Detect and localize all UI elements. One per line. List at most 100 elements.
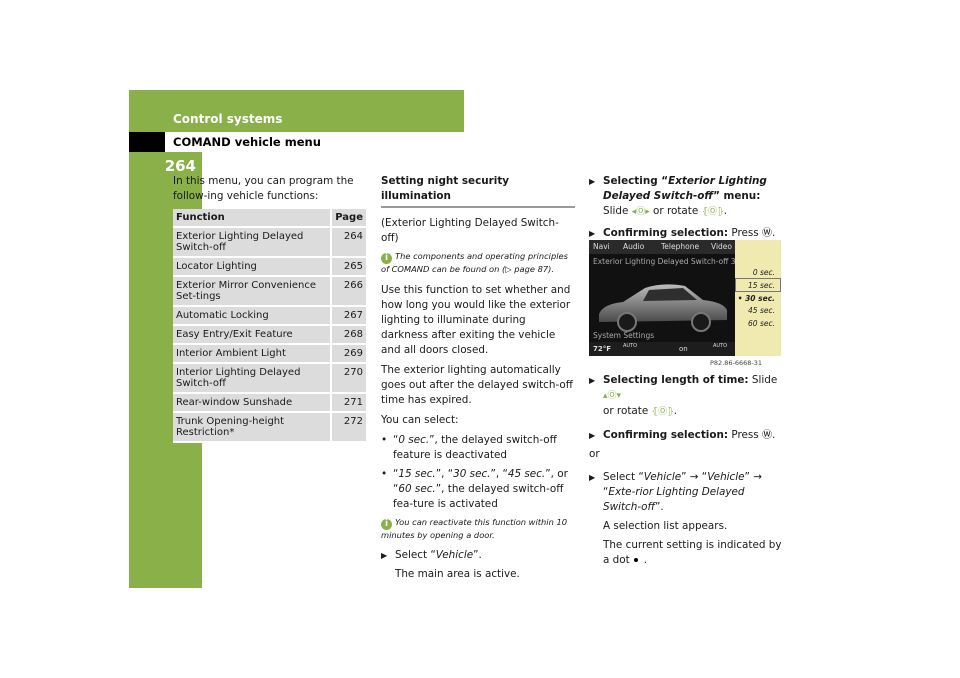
- column-2: Setting night security illumination (Ext…: [381, 174, 575, 586]
- option-30-sec: • 30 sec.: [737, 294, 775, 303]
- option-15-sec: 15 sec.: [748, 281, 775, 290]
- cell-function: Locator Lighting: [173, 257, 332, 277]
- temperature: 72°F: [593, 345, 612, 353]
- cell-page: 272: [330, 412, 366, 443]
- step: Select “Vehicle” → “Vehicle” → “Exte-rio…: [589, 470, 783, 515]
- table-row: Trunk Opening-height Restriction*272: [173, 412, 366, 443]
- text: , the delayed switch-off feature is deac…: [393, 433, 557, 461]
- cell-function: Rear-window Sunshade: [173, 393, 332, 413]
- table-header: Function Page: [173, 209, 366, 228]
- section-title: Control systems: [173, 112, 283, 126]
- value: Vehicle: [643, 471, 682, 483]
- text: Slide: [748, 374, 778, 386]
- cell-function: Trunk Opening-height Restriction*: [173, 412, 332, 443]
- col-function: Function: [173, 209, 332, 228]
- option-60-sec: 60 sec.: [748, 319, 775, 328]
- press-icon: Ⓦ: [762, 430, 773, 441]
- section-heading: Setting night security illumination: [381, 174, 575, 208]
- section-sub: (Exterior Lighting Delayed Switch-off): [381, 217, 559, 244]
- cell-function: Automatic Locking: [173, 306, 332, 326]
- value: Exte-rior Lighting Delayed Switch-off: [603, 486, 745, 513]
- text: Selecting “: [603, 175, 669, 187]
- rotate-control-icon: ⦃Ⓞ⦄: [701, 207, 724, 217]
- selection-highlight: [735, 278, 781, 292]
- dot-icon: [633, 558, 638, 562]
- cell-page: 270: [330, 363, 366, 394]
- cell-page: 271: [330, 393, 366, 413]
- text: Press: [728, 429, 763, 441]
- text: or rotate: [649, 205, 702, 217]
- rotate-control-icon: ⦃Ⓞ⦄: [651, 407, 674, 417]
- climate-status-bar: 72°F AUTO on AUTO: [589, 342, 735, 356]
- cell-function: Easy Entry/Exit Feature: [173, 325, 332, 345]
- value: Vehicle: [435, 549, 474, 561]
- tab-telephone: Telephone: [661, 242, 700, 251]
- slide-vertical-icon: ▴Ⓞ▾: [603, 391, 622, 401]
- cell-page: 268: [330, 325, 366, 345]
- step: Confirming selection: Press Ⓦ.: [589, 428, 783, 443]
- step: Confirming selection: Press Ⓦ.: [589, 226, 783, 241]
- step: Select “Vehicle”.: [381, 548, 575, 563]
- auto-label: AUTO: [713, 343, 728, 349]
- intro-text: In this menu, you can program the follow…: [173, 175, 354, 202]
- step-result: A selection list appears.: [603, 520, 728, 532]
- cell-function: Exterior Lighting Delayed Switch-off: [173, 227, 332, 258]
- tab-video: Video: [711, 242, 733, 251]
- page-number: 264: [164, 157, 196, 175]
- value: Vehicle: [707, 471, 745, 483]
- step: Selecting “Exterior Lighting Delayed Swi…: [589, 174, 783, 220]
- on-label: on: [679, 345, 688, 353]
- cell-page: 267: [330, 306, 366, 326]
- car-illustration: [599, 284, 727, 332]
- option-0-sec: 0 sec.: [752, 268, 775, 277]
- value: 0 sec.: [398, 433, 430, 446]
- option-list: “0 sec.”, the delayed switch-off feature…: [381, 433, 575, 512]
- label: Confirming selection:: [603, 227, 729, 239]
- press-icon: Ⓦ: [762, 228, 773, 239]
- slide-control-icon: ◂Ⓞ▸: [631, 207, 650, 217]
- list-item: “0 sec.”, the delayed switch-off feature…: [381, 433, 575, 463]
- paragraph: The exterior lighting automatically goes…: [381, 363, 573, 406]
- cell-function: Exterior Mirror Convenience Set-tings: [173, 276, 332, 307]
- note-text: The components and operating principles …: [381, 251, 568, 274]
- value: 15 sec.: [398, 467, 436, 480]
- value: Exterior Lighting Delayed Switch-off: [603, 175, 767, 202]
- text: , the delayed switch-off fea-ture is act…: [393, 482, 564, 510]
- note-text: You can reactivate this function within …: [381, 516, 568, 540]
- value: 30 sec.: [453, 467, 491, 480]
- display-title: Exterior Lighting Delayed Switch-off 30 …: [593, 257, 747, 266]
- column-3-lower: Selecting length of time: Slide ▴Ⓞ▾or ro…: [589, 373, 783, 572]
- header-bar: [129, 90, 464, 132]
- option-45-sec: 45 sec.: [748, 306, 775, 315]
- header-tab-marker: [129, 132, 165, 152]
- value: 45 sec.: [507, 467, 546, 480]
- list-item: “15 sec.”, “30 sec.”, “45 sec.”, or “60 …: [381, 467, 575, 512]
- section-subtitle: COMAND vehicle menu: [173, 135, 321, 149]
- comand-display-image: Navi Audio Telephone Video Exterior Ligh…: [589, 240, 781, 356]
- system-settings-label: System Settings: [593, 331, 655, 340]
- text: Press: [728, 227, 763, 239]
- info-icon: i: [381, 253, 392, 264]
- cell-function: Interior Ambient Light: [173, 344, 332, 364]
- label: Confirming selection:: [603, 429, 729, 441]
- column-3: Selecting “Exterior Lighting Delayed Swi…: [589, 174, 783, 245]
- or-text: or: [589, 448, 600, 460]
- tab-navi: Navi: [593, 242, 610, 251]
- step-result: The main area is active.: [395, 568, 520, 580]
- text: Select “: [395, 549, 436, 561]
- text: The current setting is indicated by a do…: [603, 539, 782, 566]
- paragraph: Use this function to set whether and how…: [381, 283, 571, 356]
- text: ” menu:: [713, 190, 761, 202]
- text: ”.: [473, 549, 482, 561]
- step: Selecting length of time: Slide ▴Ⓞ▾or ro…: [589, 373, 783, 420]
- text: Slide: [603, 205, 632, 217]
